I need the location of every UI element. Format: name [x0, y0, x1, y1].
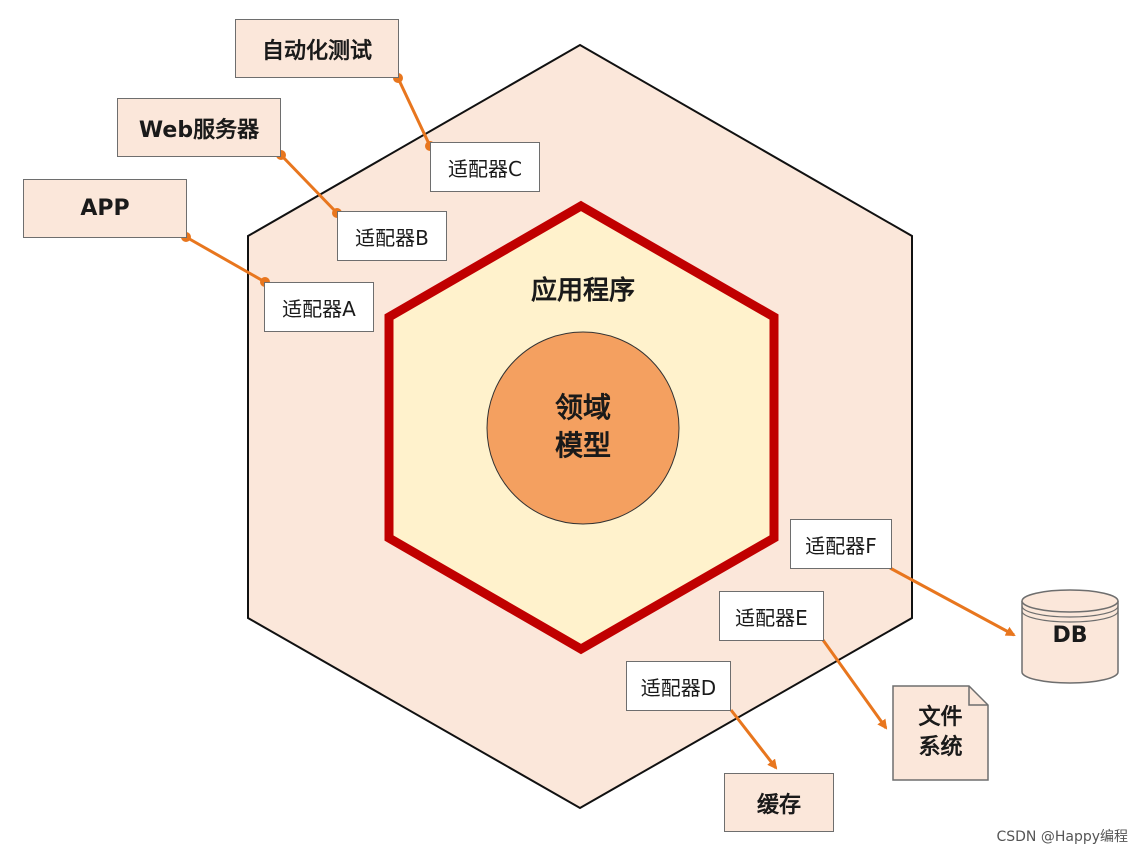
web-server-box: Web服务器 [117, 98, 281, 157]
driven-connectors [729, 566, 1016, 770]
db-cylinder-icon [1021, 589, 1119, 684]
connector-automation-to-adapter-c [396, 77, 432, 147]
automation-test-box: 自动化测试 [235, 19, 399, 78]
adapter-b: 适配器B [337, 211, 447, 261]
domain-model-line2: 模型 [554, 429, 611, 462]
adapter-e: 适配器E [719, 591, 824, 641]
arrow-adapter-d-to-cache [729, 709, 778, 770]
domain-model-label: 领域 模型 [523, 389, 643, 465]
adapter-a: 适配器A [264, 282, 374, 332]
filesystem-line1: 文件 [918, 705, 963, 730]
filesystem-label: 文件 系统 [893, 703, 988, 763]
db-label: DB [1052, 623, 1088, 648]
adapter-f: 适配器F [790, 519, 892, 569]
arrow-adapter-e-to-filesystem [821, 639, 888, 730]
document-fold [968, 686, 988, 706]
domain-model-line1: 领域 [554, 391, 611, 424]
domain-model-circle [486, 331, 680, 525]
connector-web-to-adapter-b [279, 153, 339, 215]
adapter-c: 适配器C [430, 142, 540, 192]
adapter-d: 适配器D [626, 661, 731, 711]
watermark: CSDN @Happy编程 [996, 829, 1128, 845]
arrow-adapter-f-to-db [889, 566, 1016, 637]
app-box: APP [23, 179, 187, 238]
filesystem-line2: 系统 [918, 735, 963, 760]
connector-app-to-adapter-a [185, 235, 266, 284]
cache-box: 缓存 [724, 773, 834, 832]
filesystem-document-icon [892, 685, 989, 781]
application-label: 应用程序 [530, 276, 635, 306]
